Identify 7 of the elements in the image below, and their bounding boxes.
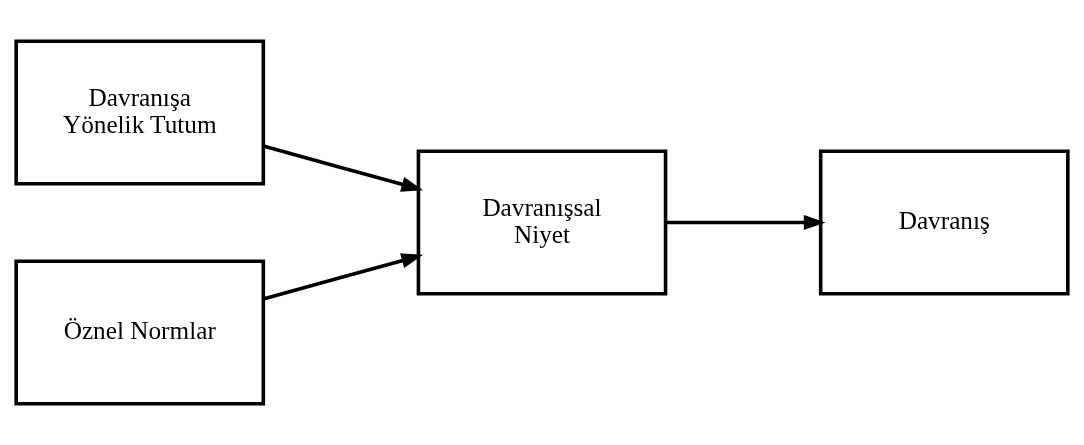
arrow <box>262 253 424 301</box>
arrow <box>665 214 826 231</box>
node-box: Davranışa Yönelik Tutum <box>14 39 266 186</box>
node-box: Davranış <box>818 149 1070 296</box>
node-box: Davranışsal Niyet <box>416 149 668 296</box>
node-box: Öznel Normlar <box>14 259 266 406</box>
arrow <box>262 144 424 192</box>
